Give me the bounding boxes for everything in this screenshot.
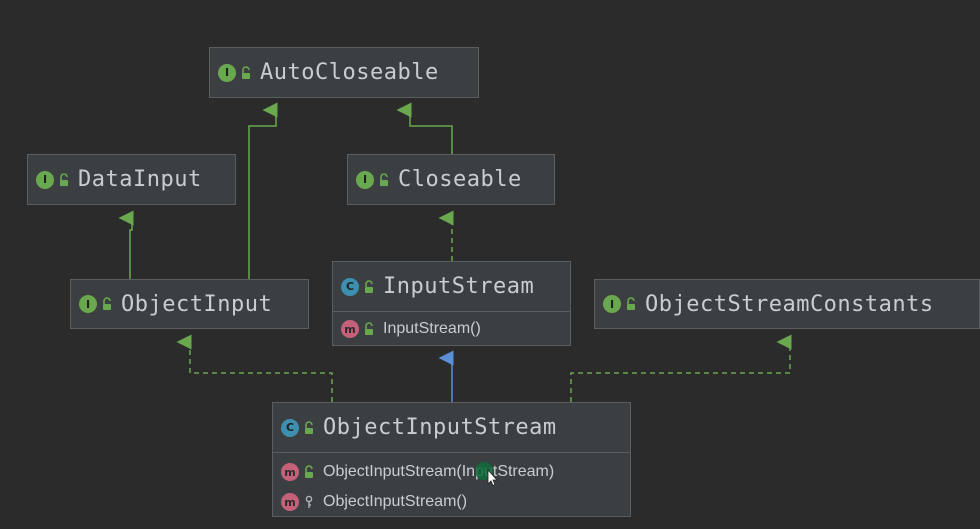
node-title: ObjectStreamConstants bbox=[645, 291, 934, 317]
method-row[interactable]: m InputStream() bbox=[341, 314, 570, 344]
edge-objectinputstream-objectstreamconstants bbox=[570, 334, 792, 402]
node-closeable[interactable]: I Closeable bbox=[347, 154, 555, 205]
open-lock-icon bbox=[627, 297, 635, 310]
edge-objectinput-datainput bbox=[118, 210, 134, 279]
method-row[interactable]: m ObjectInputStream() bbox=[281, 487, 630, 517]
method-name: ObjectInputStream(InputStream) bbox=[323, 463, 555, 480]
node-autocloseable[interactable]: I AutoCloseable bbox=[209, 47, 479, 98]
node-objectstreamconstants[interactable]: I ObjectStreamConstants bbox=[594, 279, 980, 329]
open-lock-icon bbox=[305, 465, 313, 478]
edge-objectinput-autocloseable bbox=[248, 102, 278, 279]
open-lock-icon bbox=[365, 279, 373, 293]
method-badge-icon: m bbox=[281, 493, 299, 511]
node-inputstream[interactable]: C InputStream m InputStream() bbox=[332, 261, 571, 346]
edge-closeable-autocloseable bbox=[396, 102, 453, 154]
interface-badge-icon: I bbox=[79, 295, 97, 313]
open-lock-icon bbox=[365, 322, 373, 335]
interface-badge-icon: I bbox=[603, 295, 621, 313]
method-badge-icon: m bbox=[341, 320, 359, 338]
open-lock-icon bbox=[60, 172, 68, 186]
node-datainput[interactable]: I DataInput bbox=[27, 154, 236, 205]
method-name: InputStream() bbox=[383, 320, 481, 337]
node-title: AutoCloseable bbox=[260, 60, 439, 85]
interface-badge-icon: I bbox=[218, 63, 236, 82]
open-lock-icon bbox=[305, 420, 313, 434]
method-row[interactable]: m ObjectInputStream(InputStream) bbox=[281, 457, 630, 487]
node-title: DataInput bbox=[78, 167, 202, 192]
mouse-cursor-icon bbox=[476, 462, 498, 486]
open-lock-icon bbox=[380, 172, 388, 186]
interface-badge-icon: I bbox=[36, 170, 54, 189]
class-badge-icon: C bbox=[281, 418, 299, 437]
key-icon bbox=[305, 495, 313, 508]
edge-objectinputstream-objectinput bbox=[176, 334, 333, 402]
class-badge-icon: C bbox=[341, 277, 359, 296]
method-name: ObjectInputStream() bbox=[323, 493, 468, 510]
node-title: InputStream bbox=[383, 274, 535, 299]
node-objectinputstream[interactable]: C ObjectInputStream m ObjectInputStream(… bbox=[272, 402, 631, 517]
open-lock-icon bbox=[242, 65, 250, 79]
open-lock-icon bbox=[103, 297, 111, 310]
node-objectinput[interactable]: I ObjectInput bbox=[70, 279, 309, 329]
node-title: ObjectInputStream bbox=[323, 415, 557, 440]
node-title: ObjectInput bbox=[121, 291, 273, 317]
node-title: Closeable bbox=[398, 167, 522, 192]
interface-badge-icon: I bbox=[356, 170, 374, 189]
method-badge-icon: m bbox=[281, 463, 299, 481]
